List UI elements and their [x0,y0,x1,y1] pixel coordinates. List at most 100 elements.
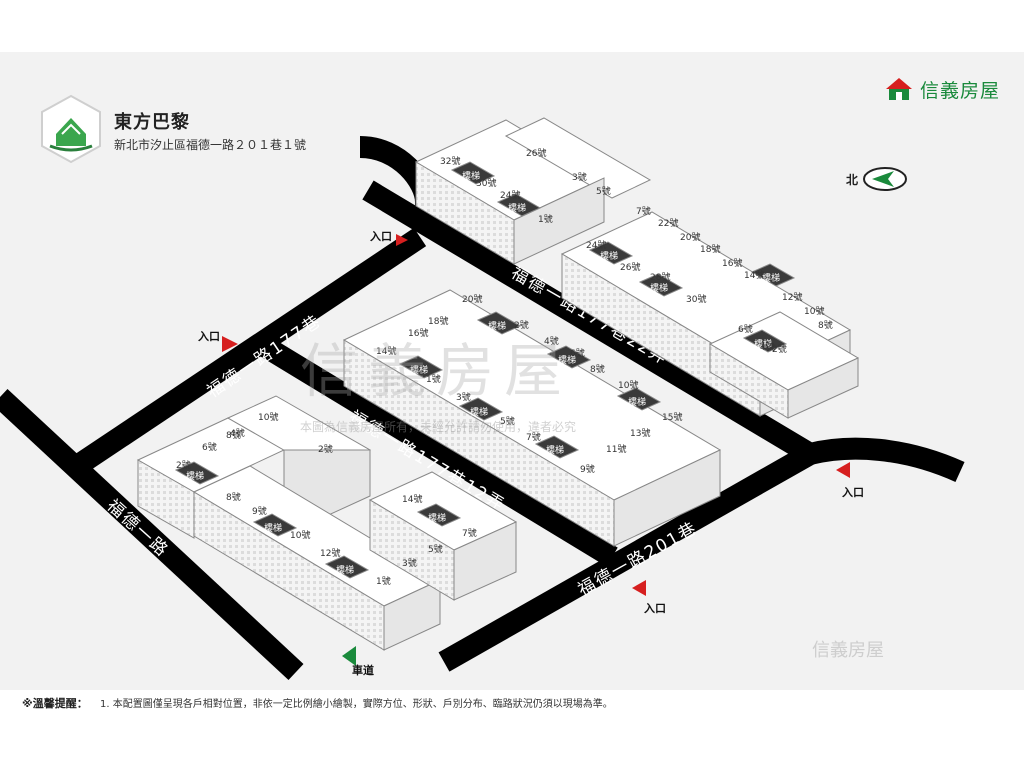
unit-label: 30號 [476,177,496,189]
entrance-south: 入口 [632,580,666,615]
unit-label: 10號 [258,411,278,423]
stairs-label: 樓梯 [264,522,282,534]
unit-label: 9號 [580,463,595,475]
building-block-north [414,117,860,419]
unit-labels: 32號 30號 26號 24號 3號 5號 1號 7號 22號 20號 18號 … [176,147,833,587]
unit-label: 8號 [226,429,241,441]
stairs-block [476,311,522,335]
building-side [787,357,859,419]
unit-label: 26號 [620,261,640,273]
unit-label: 18號 [428,315,448,327]
unit-label: 5號 [428,543,443,555]
building-side [513,177,605,265]
vehicle-arrow-icon [342,646,356,666]
entrance-label: 入口 [198,330,220,343]
stairs-label: 樓梯 [754,338,772,350]
unit-label: 6號 [570,347,585,359]
unit-label: 2號 [176,459,191,471]
unit-label: 8號 [590,363,605,375]
road-lane177 [73,227,427,474]
project-address: 新北市汐止區福德一路２０１巷１號 [114,138,307,152]
building-side [383,579,441,651]
entrance-label: 入口 [644,602,666,615]
disclaimer-title: ※溫馨提醒： [22,697,88,710]
stairs-labels: 樓梯 樓梯 樓梯 樓梯 樓梯 樓梯 樓梯 樓梯 樓梯 樓梯 樓梯 樓梯 樓梯 樓… [186,170,780,576]
unit-label: 1號 [376,575,391,587]
stairs-block [534,435,580,459]
unit-label: 1號 [426,373,441,385]
stairs-block [174,461,220,485]
unit-label: 10號 [290,529,310,541]
north-arrow-icon [863,167,908,191]
disclaimer-text: 1. 本配置圖僅呈現各戶相對位置，非依一定比例繪小繪製，實際方位、形狀、戶別分布… [100,699,613,710]
stairs-label: 樓梯 [428,512,446,524]
road-main [0,388,304,681]
brand-logo: 信義房屋 [885,74,1000,104]
unit-label: 16號 [722,257,742,269]
stairs-label: 樓梯 [336,564,354,576]
unit-label: 12號 [320,547,340,559]
unit-label: 30號 [686,293,706,305]
unit-label: 6號 [202,441,217,453]
unit-label: 14號 [376,345,396,357]
building-block-south-east [368,471,518,601]
stairs-label: 樓梯 [462,170,480,182]
stairs-block [496,193,542,217]
entrance-north: 入口 [370,230,408,246]
unit-label: 22號 [658,217,678,229]
unit-label: 16號 [408,327,428,339]
unit-label: 10號 [804,305,824,317]
stairs-label: 樓梯 [762,272,780,284]
unit-label: 2號 [514,319,529,331]
unit-label: 14號 [744,269,764,281]
unit-label: 12號 [782,291,802,303]
stairs-block [742,329,788,353]
stairs-label: 樓梯 [628,396,646,408]
unit-label: 14號 [402,493,422,505]
unit-label: 3號 [402,557,417,569]
vehicle-entrance-label: 車道 [352,663,374,677]
unit-label: 8號 [818,319,833,331]
stairs-label: 樓梯 [410,364,428,376]
building-block-middle [342,289,722,547]
stairs-block [638,273,684,297]
unit-label: 10號 [618,379,638,391]
unit-label: 3號 [572,171,587,183]
stairs-label: 樓梯 [488,320,506,332]
unit-label: 20號 [680,231,700,243]
entrance-west: 入口 [198,330,238,352]
stairs-block [324,555,370,579]
road-lane201 [438,444,816,672]
unit-label: 11號 [606,443,626,455]
watermark-notice: 本圖為信義房屋所有，未經允許請勿使用，違者必究 [300,420,577,434]
stairs-block [546,345,592,369]
watermark-brand: 信義房屋 [300,337,573,405]
unit-label: 24號 [500,189,520,201]
building-side [613,449,721,547]
compass: 北 [846,166,908,192]
unit-label: 2號 [318,443,333,455]
stairs-block [252,513,298,537]
building-side [453,521,517,601]
stairs-label: 樓梯 [600,250,618,262]
unit-label: 32號 [440,155,460,167]
road-network [0,136,965,681]
stairs-block [450,161,496,185]
entrance-label: 入口 [842,486,864,499]
entrance-arrow-icon [396,234,408,246]
stairs-label: 樓梯 [546,444,564,456]
unit-label: 18號 [700,243,720,255]
entrance-arrow-icon [836,462,850,478]
building-block-south-west [136,395,442,651]
watermark-corner: 信義房屋 [812,640,884,661]
stairs-label: 樓梯 [650,282,668,294]
stairs-label: 樓梯 [508,202,526,214]
project-emblem-icon [41,94,101,164]
stairs-label: 樓梯 [558,354,576,366]
unit-label: 7號 [462,527,477,539]
unit-label: 7號 [526,431,541,443]
stairs-block [616,387,662,411]
site-plan-frame: 福德一路177巷 福德一路177巷22弄 福德一路177巷12弄 福德一路 福德… [0,52,1024,712]
road-lane177-12 [260,337,618,567]
stairs-block [588,241,634,265]
